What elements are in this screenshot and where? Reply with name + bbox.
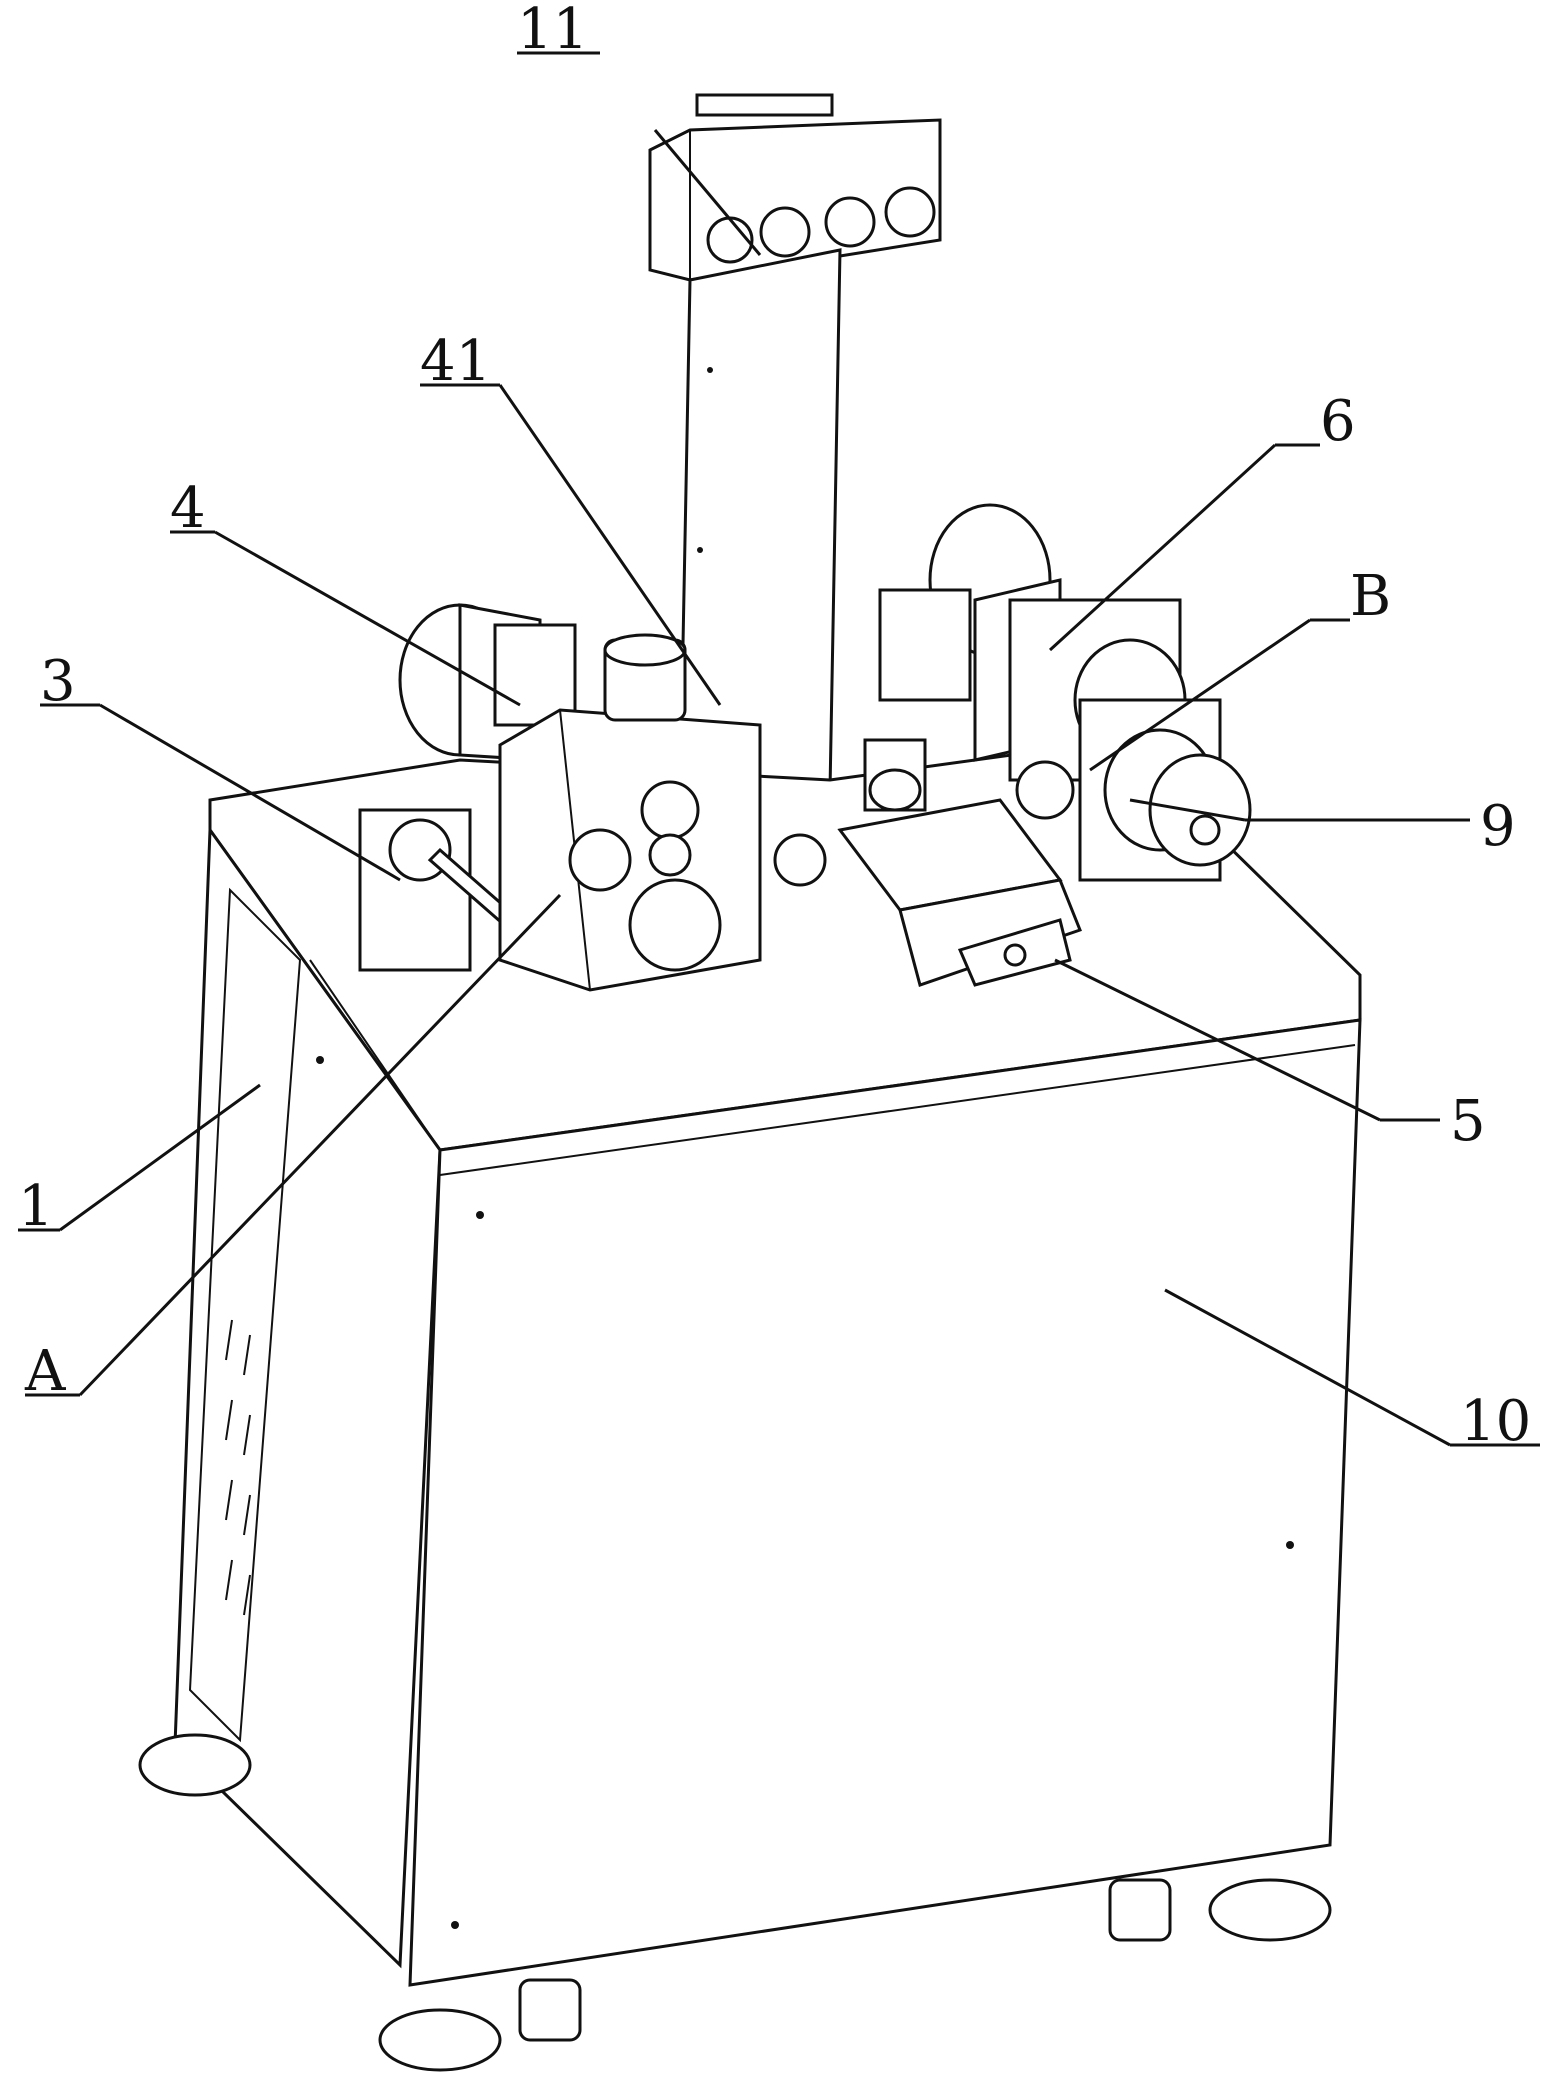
right-mechanism <box>878 503 1252 882</box>
label-b: B <box>1350 564 1391 629</box>
label-9: 9 <box>1480 794 1516 859</box>
label-a: A <box>24 1339 66 1404</box>
label-1: 1 <box>18 1174 54 1239</box>
left-mechanism <box>358 603 762 992</box>
label-4: 4 <box>170 476 206 541</box>
support-column <box>678 248 842 802</box>
label-3: 3 <box>40 649 76 714</box>
control-box <box>648 93 942 282</box>
label-11: 11 <box>517 0 588 62</box>
leader-lines <box>18 51 1540 1447</box>
label-6: 6 <box>1320 389 1356 454</box>
labels: 11 41 6 B 4 3 9 5 1 A 10 <box>18 0 1531 1454</box>
feet <box>138 1733 1332 2072</box>
cabinet <box>173 738 1362 1987</box>
label-10: 10 <box>1460 1389 1531 1454</box>
label-5: 5 <box>1450 1089 1486 1154</box>
middle-mechanism <box>773 738 1082 987</box>
label-41: 41 <box>420 329 491 394</box>
